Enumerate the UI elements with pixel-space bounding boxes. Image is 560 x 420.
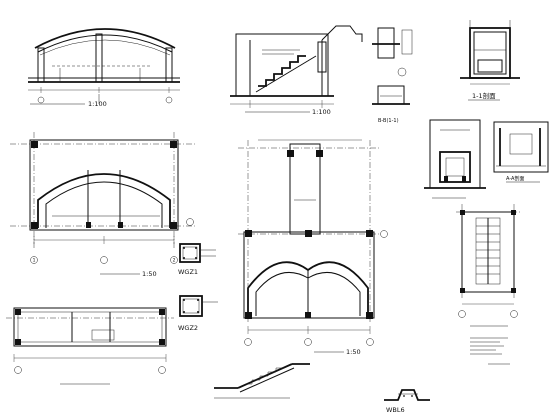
section-a-a-view: A-A剖面 xyxy=(424,119,549,199)
section-1-1-view: 1-1剖面 xyxy=(460,20,520,101)
notes-block xyxy=(470,337,510,365)
beam-plan-strip xyxy=(6,307,174,385)
section-1-1-label: 1-1剖面 xyxy=(472,91,496,100)
wgz1-detail: WGZ1 xyxy=(178,243,216,276)
section-a-a-label: A-A剖面 xyxy=(506,175,524,182)
arched-plan-view: 1 2 1:50 xyxy=(10,132,196,278)
stair-slab-detail xyxy=(214,363,310,399)
small-details-group: B-B(1-1) xyxy=(372,27,413,124)
wbl6-detail: WBL6 xyxy=(384,389,430,414)
stair-section-view: 1:100 xyxy=(230,25,363,116)
plan-axis-1: 1 xyxy=(33,258,36,264)
plan-scale-label: 1:50 xyxy=(142,270,157,278)
stair-section-scale-label: 1:100 xyxy=(312,108,331,116)
wgz1-label: WGZ1 xyxy=(178,268,198,276)
bb-section-label: B-B(1-1) xyxy=(378,118,399,124)
elevation-scale-label: 1:100 xyxy=(88,100,107,108)
main-arched-plan: 1:50 xyxy=(238,139,388,356)
stair-plan-view xyxy=(456,204,520,327)
wbl6-label: WBL6 xyxy=(386,406,405,414)
main-plan-scale-label: 1:50 xyxy=(346,348,361,356)
wgz2-detail: WGZ2 xyxy=(178,295,218,332)
wgz2-label: WGZ2 xyxy=(178,324,198,332)
plan-axis-2: 2 xyxy=(173,258,176,264)
arched-elevation-view: 1:100 xyxy=(28,28,180,108)
